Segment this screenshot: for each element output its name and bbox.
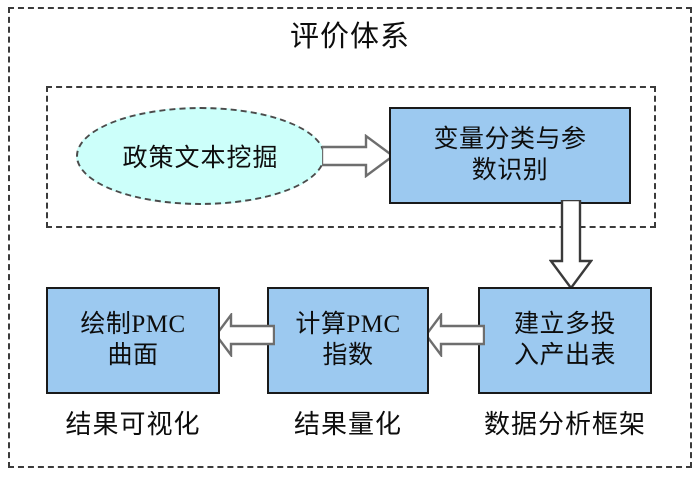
node-draw-pmc-surface-line1: 绘制PMC [80,311,186,338]
node-calculate-pmc-index-line2: 指数 [322,341,374,369]
node-draw-pmc-surface[interactable]: 绘制PMC 曲面 [46,287,220,394]
evaluation-system-frame [8,7,692,468]
node-calculate-pmc-index-line1: 计算PMC [295,311,401,338]
caption-result-quantification: 结果量化 [293,410,402,439]
caption-result-visualization: 结果可视化 [65,410,201,439]
node-build-io-table-line1: 建立多投 [513,311,616,338]
node-variable-classification-line2: 数识别 [471,156,549,184]
node-calculate-pmc-index-label: 计算PMC 指数 [295,310,400,371]
node-build-io-table-label: 建立多投 入产出表 [514,310,616,371]
arrow-variable-down [549,200,593,290]
node-build-io-table[interactable]: 建立多投 入产出表 [478,287,652,394]
node-draw-pmc-surface-label: 绘制PMC 曲面 [80,310,185,371]
arrow-ellipse-to-variable [322,134,394,178]
node-variable-classification-line1: 变量分类与参 [433,126,587,153]
arrow-io-to-index [425,313,485,357]
diagram-title: 评价体系 [289,21,410,53]
node-variable-classification[interactable]: 变量分类与参 数识别 [389,107,631,204]
node-draw-pmc-surface-line2: 曲面 [107,341,159,369]
text-mining-stage-frame [46,86,656,228]
node-variable-classification-label: 变量分类与参 数识别 [433,125,586,186]
caption-data-analysis-framework: 数据分析框架 [483,410,646,439]
node-policy-text-mining-label: 政策文本挖掘 [122,145,279,172]
node-calculate-pmc-index[interactable]: 计算PMC 指数 [267,287,429,394]
node-build-io-table-line2: 入产出表 [513,341,616,369]
node-policy-text-mining[interactable]: 政策文本挖掘 [76,107,325,205]
arrow-index-to-surface [215,313,275,357]
